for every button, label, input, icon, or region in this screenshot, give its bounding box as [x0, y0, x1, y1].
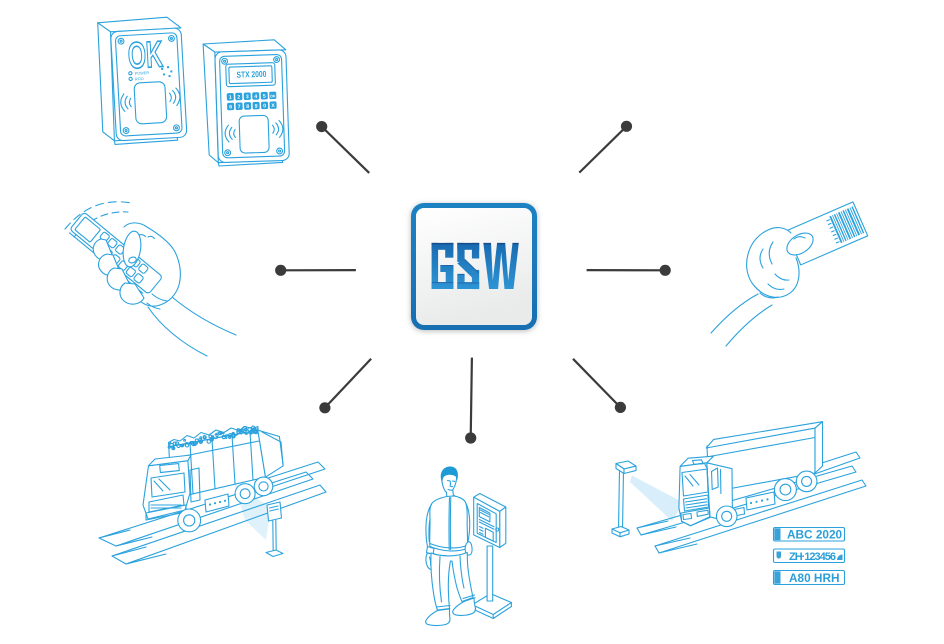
svg-text:7: 7 — [238, 104, 241, 110]
svg-text:6: 6 — [229, 104, 232, 110]
svg-text:POWER: POWER — [135, 71, 150, 76]
svg-text:OK: OK — [127, 33, 165, 77]
svg-text:ZH·123456: ZH·123456 — [789, 551, 836, 563]
svg-text:0: 0 — [263, 103, 266, 109]
svg-text:9: 9 — [255, 104, 258, 110]
svg-text:5: 5 — [263, 94, 266, 100]
svg-text:OK: OK — [270, 94, 276, 98]
svg-text:4: 4 — [254, 94, 257, 100]
svg-text:X: X — [271, 103, 275, 109]
svg-text:RFID: RFID — [135, 77, 144, 82]
svg-text:3: 3 — [246, 94, 249, 100]
svg-text:A80 HRH: A80 HRH — [789, 571, 839, 585]
svg-text:2: 2 — [237, 94, 240, 100]
svg-text:8: 8 — [246, 104, 249, 110]
svg-text:ABC 2020: ABC 2020 — [787, 528, 843, 542]
svg-text:1: 1 — [229, 95, 232, 101]
svg-text:STX 2000: STX 2000 — [236, 69, 266, 80]
